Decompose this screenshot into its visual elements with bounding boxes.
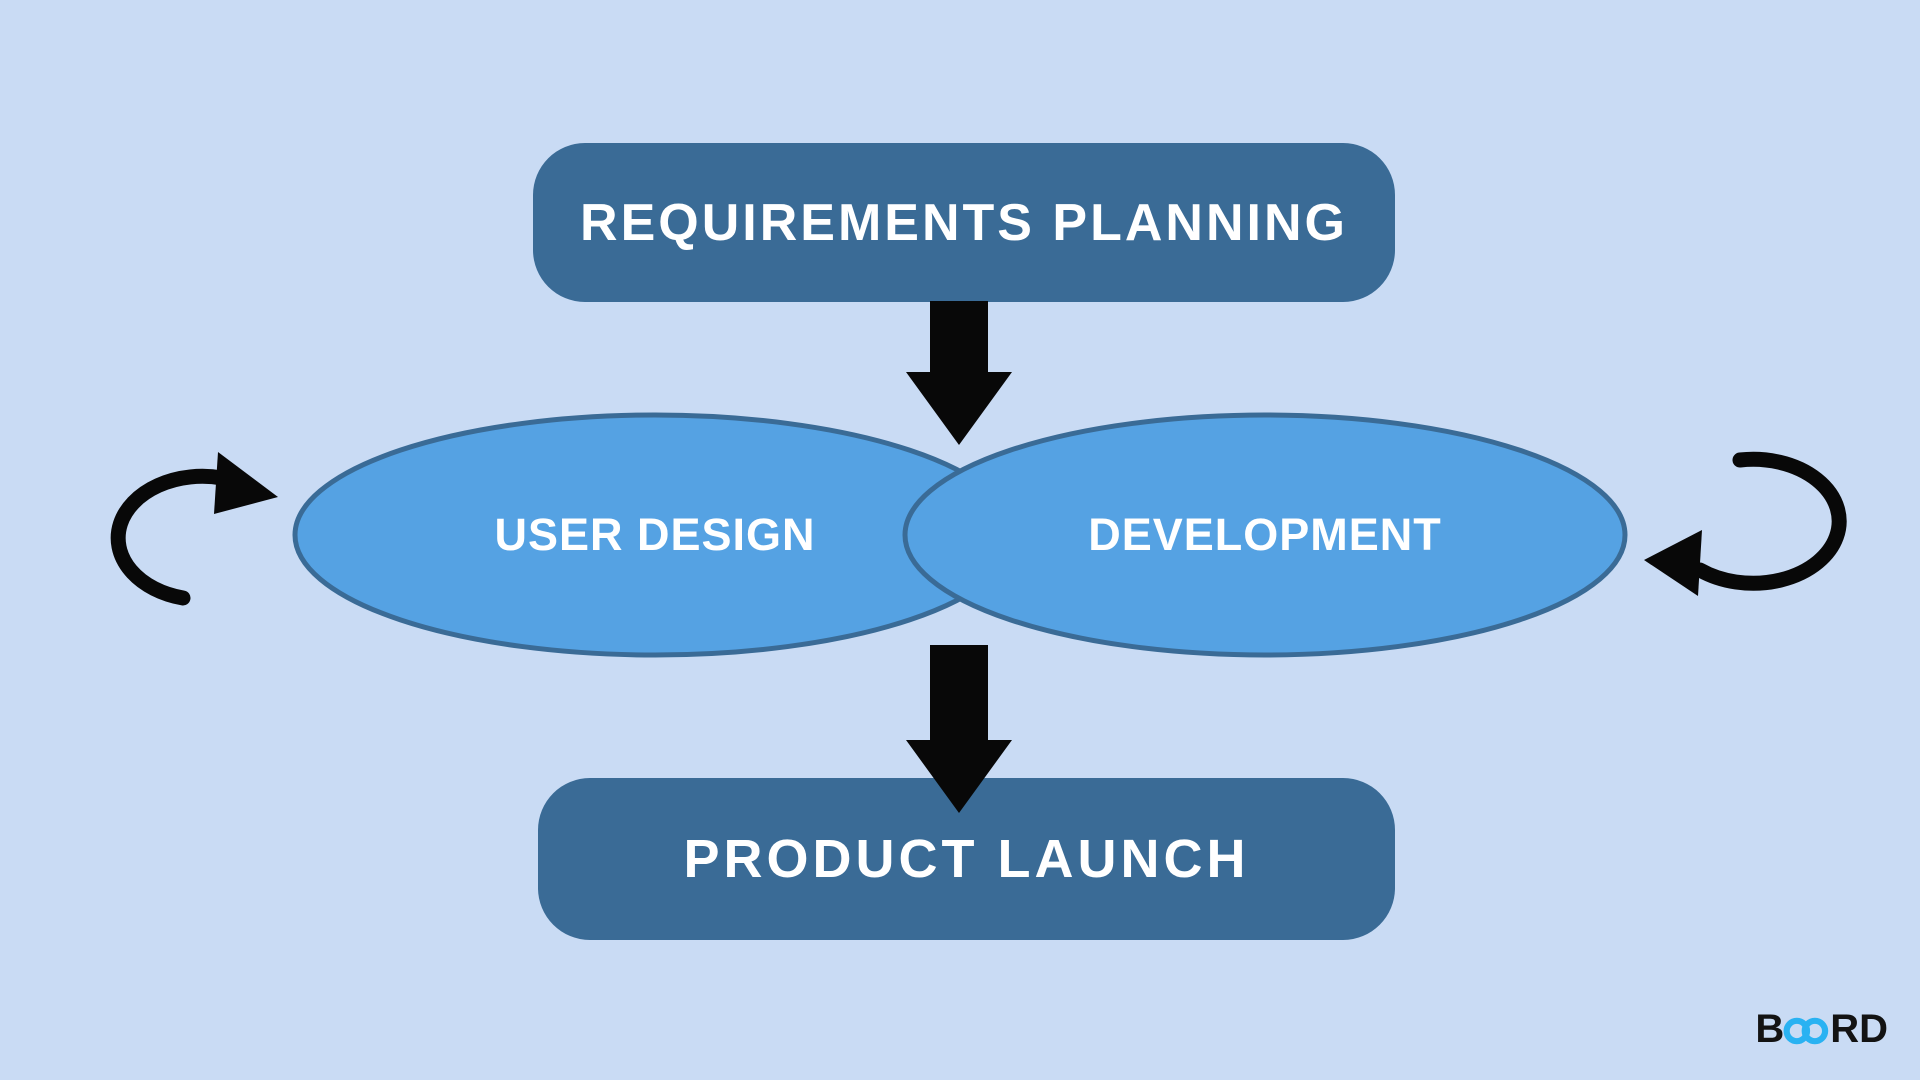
logo-letters-rd: RD [1830,1007,1888,1051]
board-logo: B RD [1755,1007,1888,1052]
loop-arrow-left-icon [110,452,278,606]
loop-arrow-right-icon [1644,451,1847,596]
product-launch-box: PRODUCT LAUNCH [538,778,1395,940]
user-design-label: USER DESIGN [494,509,816,560]
product-launch-label: PRODUCT LAUNCH [683,829,1250,889]
requirements-planning-box: REQUIREMENTS PLANNING [533,143,1395,302]
development-label: DEVELOPMENT [1088,509,1442,560]
requirements-planning-label: REQUIREMENTS PLANNING [580,193,1348,252]
down-arrow-top-icon [906,301,1012,445]
infinity-icon [1783,1017,1829,1044]
logo-letter-b: B [1755,1007,1785,1051]
